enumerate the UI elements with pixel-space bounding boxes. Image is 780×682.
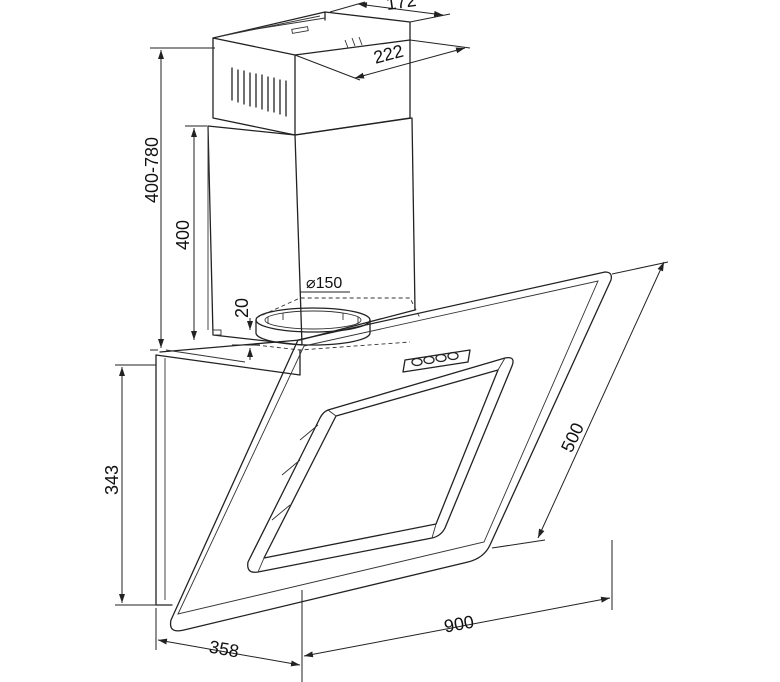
dim-chimney-height-range: 400-780 [142, 47, 215, 351]
dim-glass-height: 500 [491, 261, 669, 549]
dim-chimney-height-fixed: 400 [173, 125, 207, 340]
label-glass-height: 500 [557, 420, 588, 456]
label-gap: 20 [232, 298, 252, 318]
label-overall-width: 900 [442, 612, 475, 637]
button-1 [411, 357, 423, 367]
label-body-depth: 358 [208, 637, 241, 662]
button-4 [447, 351, 459, 361]
control-buttons [402, 349, 471, 373]
label-chimney-depth: 172 [385, 0, 418, 14]
dim-gap: 20 [232, 298, 260, 360]
filter-window [247, 357, 514, 573]
dim-chimney-depth: 172 [329, 0, 451, 23]
dim-body-depth: 358 [155, 608, 301, 667]
label-chimney-height-fixed: 400 [173, 220, 193, 250]
label-duct-diameter: ⌀150 [306, 275, 342, 292]
dim-duct-diameter: ⌀150 [300, 275, 350, 293]
dim-chimney-width: 222 [294, 39, 471, 81]
button-3 [435, 353, 447, 363]
label-chimney-height-range: 400-780 [142, 137, 162, 203]
upper-chimney [212, 11, 411, 136]
dim-overall-width: 900 [301, 540, 613, 682]
chimney-vent-slots [231, 67, 287, 117]
button-2 [423, 355, 435, 365]
glass-panel [169, 271, 613, 632]
duct-collar [255, 297, 421, 351]
label-body-height: 343 [102, 465, 122, 495]
dim-body-height: 343 [102, 364, 156, 606]
hood-body [155, 309, 416, 606]
